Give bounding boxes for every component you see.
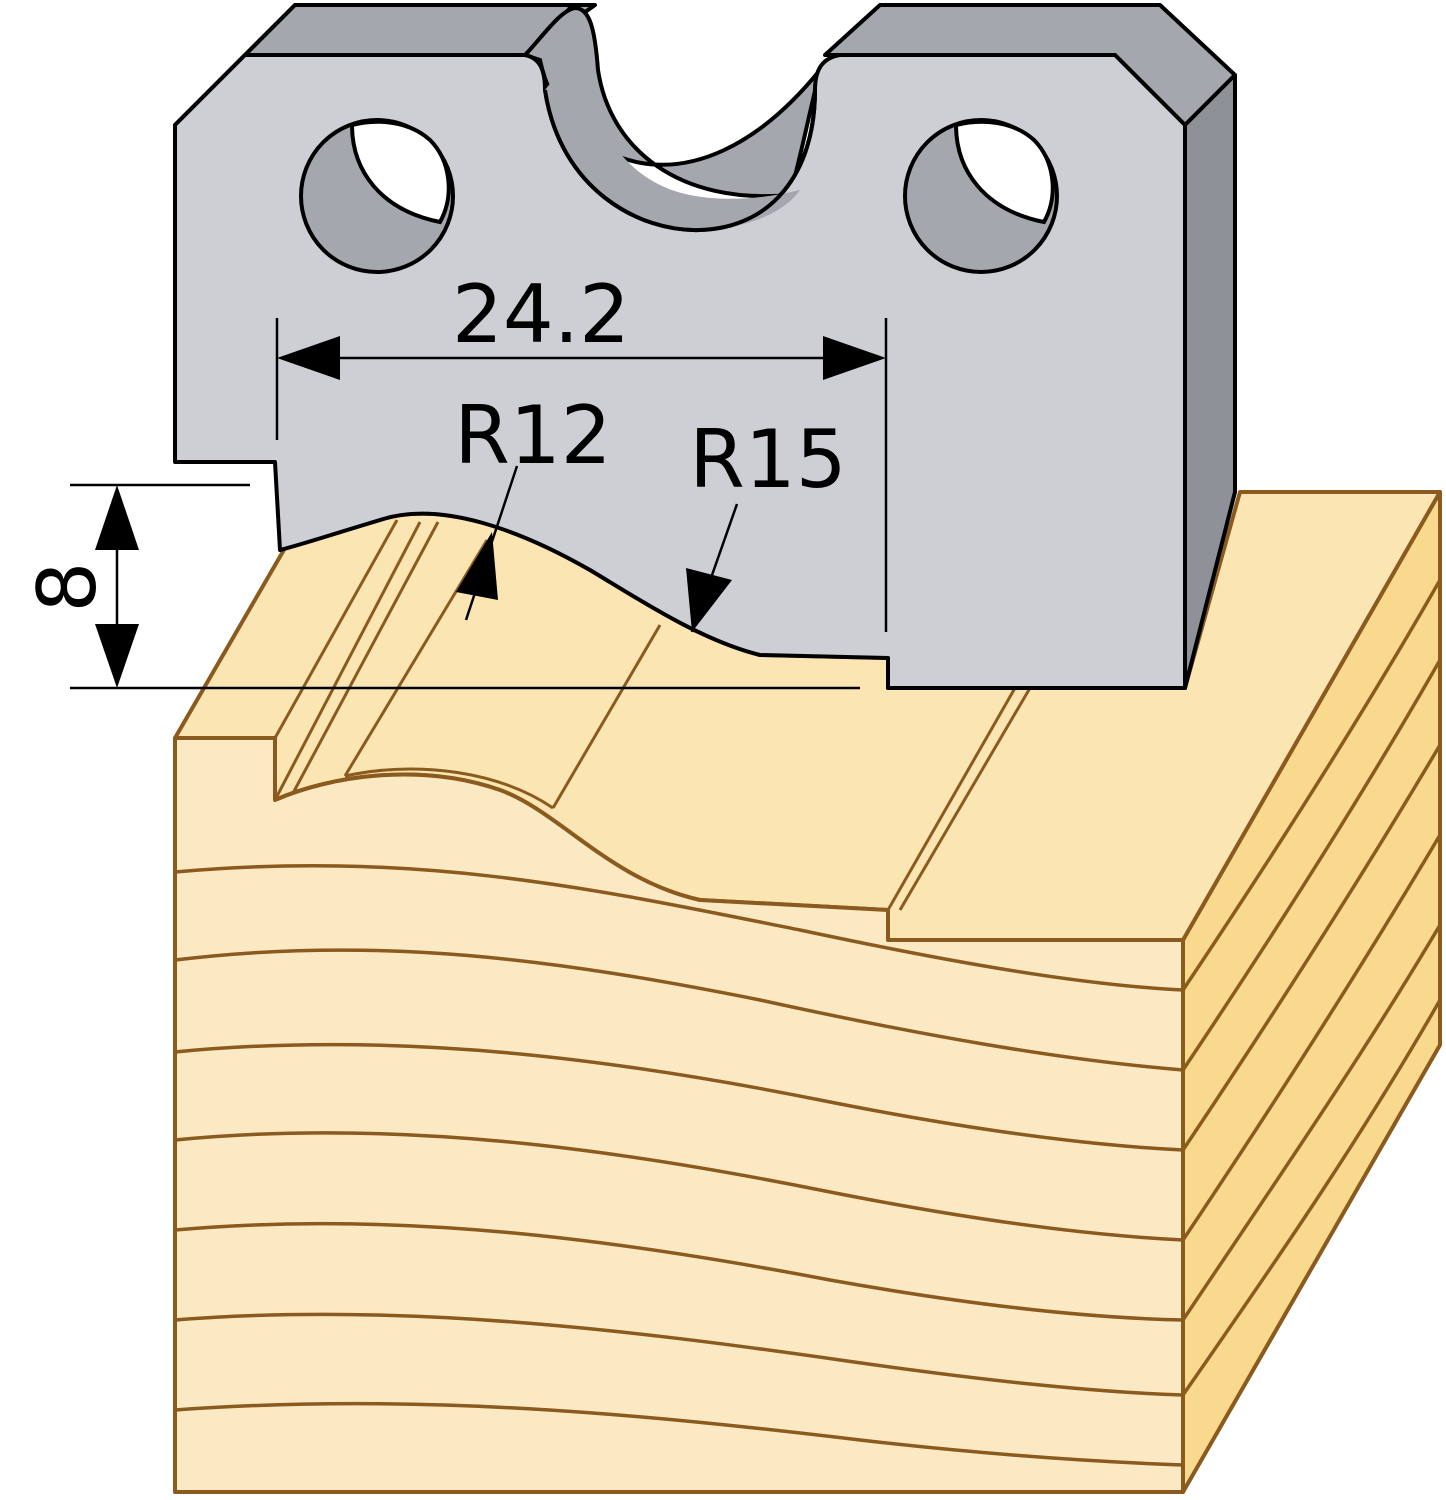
knife-notch-wall bbox=[545, 60, 800, 231]
width-arrow-left bbox=[277, 336, 340, 380]
knife-notch-edge bbox=[543, 89, 817, 233]
profile-knife bbox=[173, 3, 1237, 690]
wood-block bbox=[173, 490, 1442, 1494]
radius-r12-label: R12 bbox=[454, 389, 611, 482]
depth-dimension-label: 8 bbox=[21, 562, 114, 613]
r12-arrow bbox=[456, 532, 498, 600]
wood-grain-lines bbox=[174, 863, 1184, 1467]
r15-arrow bbox=[686, 568, 732, 632]
width-arrow-right bbox=[823, 336, 886, 380]
width-dimension-label: 24.2 bbox=[452, 268, 630, 361]
wood-top-facet-lines bbox=[273, 519, 1032, 911]
radius-r15-label: R15 bbox=[689, 413, 846, 506]
left-mounting-hole bbox=[299, 118, 455, 274]
depth-arrow-bottom bbox=[95, 624, 139, 688]
right-mounting-hole bbox=[903, 118, 1059, 274]
wood-side-grain-lines bbox=[1181, 579, 1442, 1396]
dimension-annotations bbox=[70, 318, 888, 690]
depth-arrow-top bbox=[95, 485, 139, 550]
wood-front-face bbox=[173, 736, 1185, 1494]
